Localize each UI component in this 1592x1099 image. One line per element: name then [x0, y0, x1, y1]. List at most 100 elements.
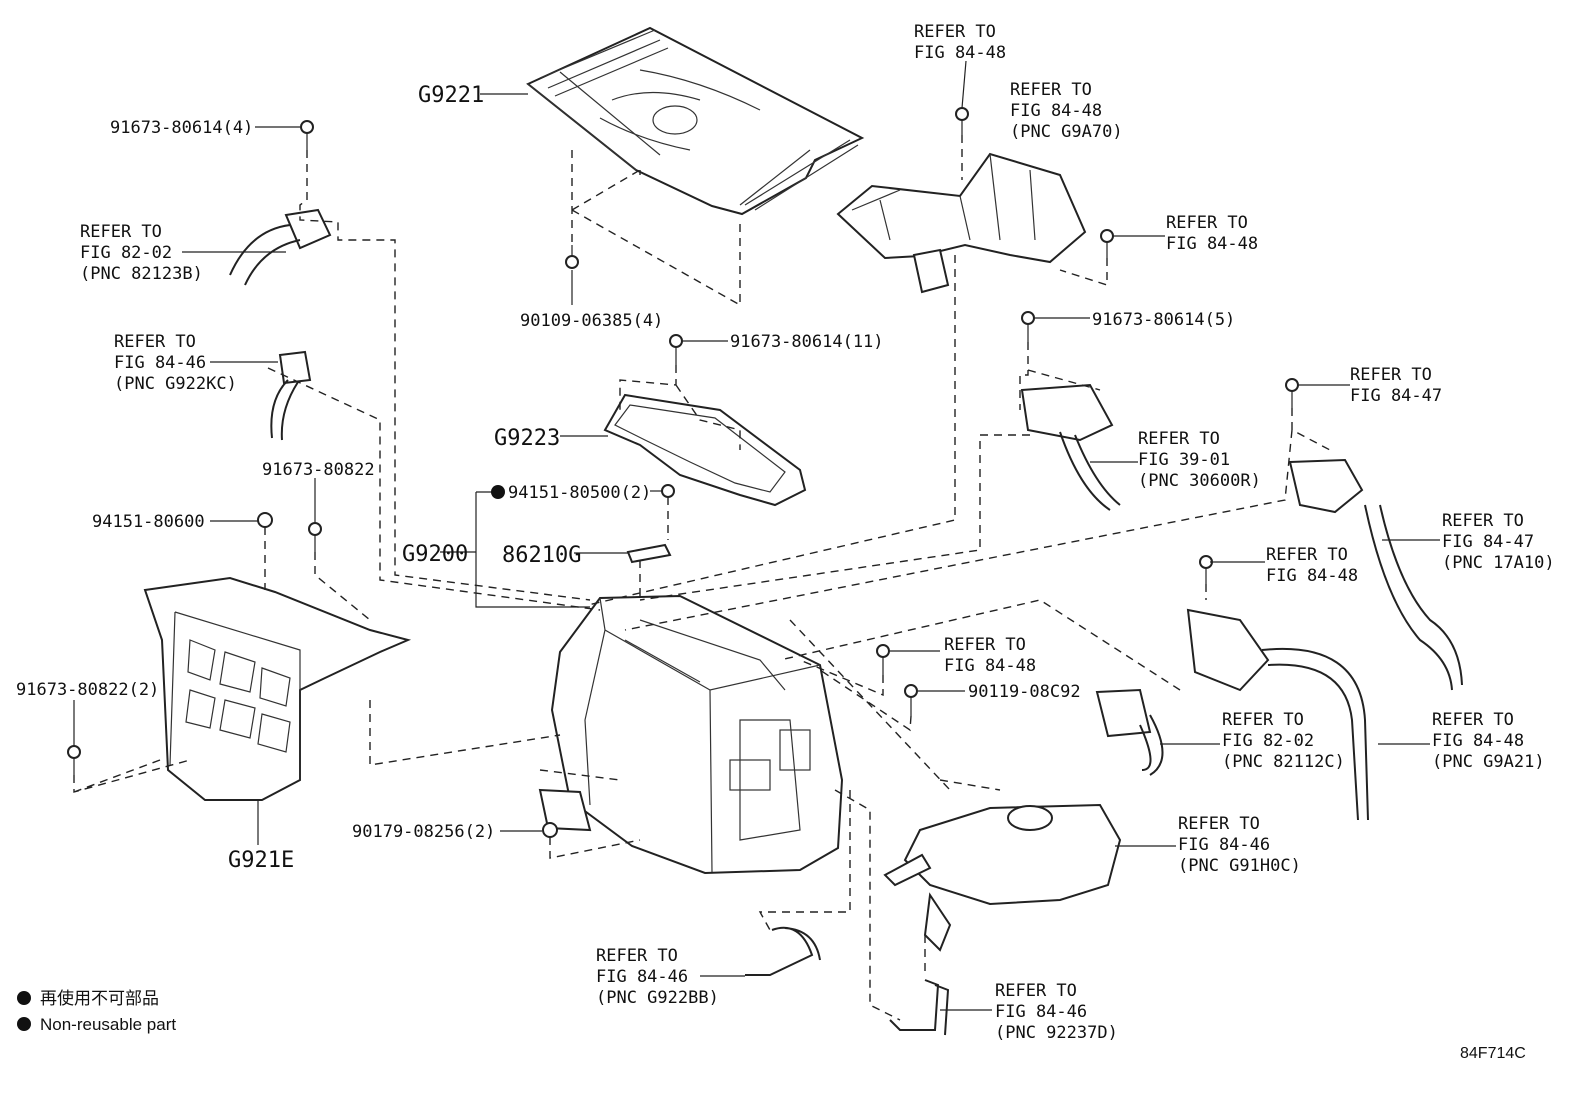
svg-text:REFER TO: REFER TO: [1010, 80, 1092, 100]
svg-text:(PNC 92237D): (PNC 92237D): [995, 1023, 1118, 1043]
refer-note-2: REFER TO FIG 84-48 (PNC G9A70): [1010, 80, 1123, 142]
svg-text:FIG 82-02: FIG 82-02: [1222, 731, 1314, 751]
refer-note-10: REFER TO FIG 84-48: [944, 635, 1036, 676]
refer-note-1: REFER TO FIG 84-48: [914, 22, 1006, 63]
svg-text:REFER TO: REFER TO: [114, 332, 196, 352]
callout-94151-80500-2: 94151-80500(2): [508, 483, 651, 503]
svg-text:(PNC G9A21): (PNC G9A21): [1432, 752, 1545, 772]
callout-91673-80822-2: 91673-80822(2): [16, 680, 159, 700]
svg-text:FIG 84-47: FIG 84-47: [1442, 532, 1534, 552]
refer-note-14: REFER TO FIG 84-46 (PNC G922BB): [596, 946, 719, 1008]
bolt-fasteners: [67, 107, 1299, 838]
bracket-part: [143, 576, 412, 801]
refer-note-12: REFER TO FIG 84-48 (PNC G9A21): [1432, 710, 1545, 772]
svg-text:FIG 84-48: FIG 84-48: [914, 43, 1006, 63]
refer-note-4: REFER TO FIG 82-02 (PNC 82123B): [80, 222, 203, 284]
svg-text:REFER TO: REFER TO: [1178, 814, 1260, 834]
svg-text:REFER TO: REFER TO: [1266, 545, 1348, 565]
svg-text:FIG 39-01: FIG 39-01: [1138, 450, 1230, 470]
refer-note-9: REFER TO FIG 84-48: [1266, 545, 1358, 586]
hoses-and-harnesses: [229, 224, 1463, 1036]
nut-icon: [257, 512, 273, 528]
refer-note-13: REFER TO FIG 84-46 (PNC G91H0C): [1178, 814, 1301, 876]
callout-90179-08256-2: 90179-08256(2): [352, 822, 495, 842]
legend-dot-icon: [17, 991, 31, 1005]
refer-note-6: REFER TO FIG 84-47: [1350, 365, 1442, 406]
bolt-icon: [308, 522, 322, 552]
svg-text:REFER TO: REFER TO: [1166, 213, 1248, 233]
gasket-part: [603, 393, 807, 507]
svg-text:(PNC 30600R): (PNC 30600R): [1138, 471, 1261, 491]
svg-text:REFER TO: REFER TO: [995, 981, 1077, 1001]
inverter-assembly-part: [538, 594, 844, 875]
connector-parts: [278, 208, 1364, 738]
bolt-icon: [1199, 555, 1213, 584]
bolt-icon: [565, 245, 579, 269]
callout-90119-08c92: 90119-08C92: [968, 682, 1081, 702]
svg-text:FIG 84-46: FIG 84-46: [1178, 835, 1270, 855]
svg-text:REFER TO: REFER TO: [1138, 429, 1220, 449]
engine-cover-part: [526, 26, 865, 216]
callout-g921e: G921E: [228, 848, 294, 873]
svg-text:FIG 84-48: FIG 84-48: [1432, 731, 1524, 751]
legend-japanese: 再使用不可部品: [40, 988, 159, 1008]
svg-text:FIG 84-46: FIG 84-46: [114, 353, 206, 373]
bolt-icon: [955, 107, 969, 135]
refer-note-3: REFER TO FIG 84-48: [1166, 213, 1258, 254]
svg-text:(PNC G922KC): (PNC G922KC): [114, 374, 237, 394]
legend: 再使用不可部品 Non-reusable part: [17, 988, 176, 1034]
callout-86210g: 86210G: [502, 543, 581, 568]
nut-icon: [661, 484, 675, 498]
svg-text:(PNC 17A10): (PNC 17A10): [1442, 553, 1555, 573]
assembly-dashed-lines: [73, 135, 1331, 1021]
reserve-tank-part: [883, 803, 1122, 952]
callout-g9200: G9200: [402, 542, 468, 567]
diagram-code: 84F714C: [1460, 1045, 1526, 1062]
callout-g9221: G9221: [418, 83, 484, 108]
svg-text:(PNC G922BB): (PNC G922BB): [596, 988, 719, 1008]
svg-text:FIG 84-46: FIG 84-46: [596, 967, 688, 987]
svg-text:(PNC 82123B): (PNC 82123B): [80, 264, 203, 284]
svg-text:FIG 84-47: FIG 84-47: [1350, 386, 1442, 406]
callout-91673-80614-4: 91673-80614(4): [110, 118, 253, 138]
svg-text:FIG 84-48: FIG 84-48: [1010, 101, 1102, 121]
leader-lines: [73, 60, 1440, 1011]
svg-text:REFER TO: REFER TO: [1442, 511, 1524, 531]
bolt-icon: [67, 745, 81, 775]
svg-text:FIG 84-48: FIG 84-48: [944, 656, 1036, 676]
bolt-icon: [1021, 311, 1035, 342]
svg-text:(PNC G91H0C): (PNC G91H0C): [1178, 856, 1301, 876]
callout-91673-80614-11: 91673-80614(11): [730, 332, 884, 352]
refer-note-7: REFER TO FIG 39-01 (PNC 30600R): [1138, 429, 1261, 491]
bolt-icon: [1100, 229, 1114, 258]
callout-91673-80822: 91673-80822: [262, 460, 375, 480]
callout-91673-80614-5: 91673-80614(5): [1092, 310, 1235, 330]
callout-94151-80600: 94151-80600: [92, 512, 205, 532]
svg-text:REFER TO: REFER TO: [1350, 365, 1432, 385]
svg-text:REFER TO: REFER TO: [914, 22, 996, 42]
svg-text:REFER TO: REFER TO: [1432, 710, 1514, 730]
refer-note-8: REFER TO FIG 84-47 (PNC 17A10): [1442, 511, 1555, 573]
svg-text:FIG 84-46: FIG 84-46: [995, 1002, 1087, 1022]
bolt-icon: [876, 644, 890, 675]
bolt-icon: [669, 334, 683, 365]
bolt-icon: [904, 684, 918, 716]
svg-text:(PNC 82112C): (PNC 82112C): [1222, 752, 1345, 772]
callout-90109-06385-4: 90109-06385(4): [520, 311, 663, 331]
bolt-icon: [300, 120, 314, 150]
callout-g9223: G9223: [494, 426, 560, 451]
non-reusable-dot-icon: [491, 485, 505, 499]
svg-text:(PNC G9A70): (PNC G9A70): [1010, 122, 1123, 142]
svg-text:REFER TO: REFER TO: [944, 635, 1026, 655]
bracket-86210g-shape: [626, 543, 672, 564]
refer-note-5: REFER TO FIG 84-46 (PNC G922KC): [114, 332, 237, 394]
ecu-housing-part: [836, 152, 1087, 294]
bolt-icon: [1285, 378, 1299, 408]
refer-note-15: REFER TO FIG 84-46 (PNC 92237D): [995, 981, 1118, 1043]
svg-text:FIG 82-02: FIG 82-02: [80, 243, 172, 263]
svg-text:REFER TO: REFER TO: [1222, 710, 1304, 730]
nut-icon: [542, 822, 558, 838]
legend-dot-icon: [17, 1017, 31, 1031]
